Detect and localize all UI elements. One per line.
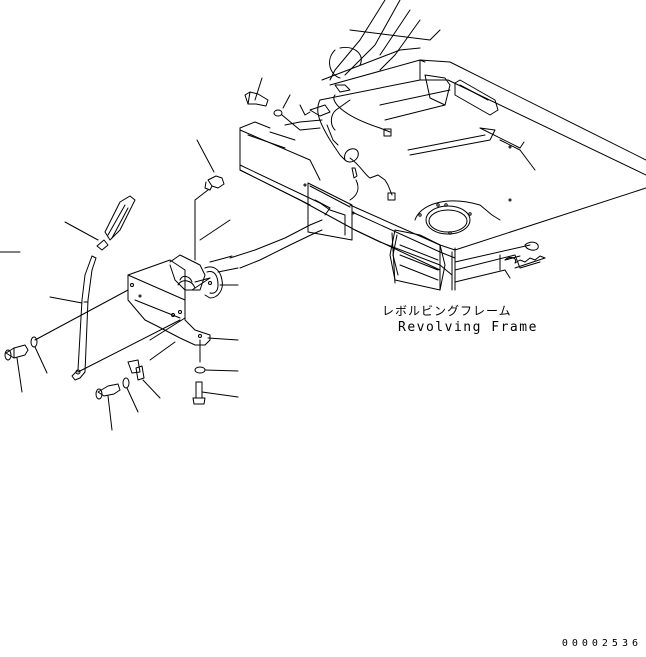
bolt-right [193,382,205,404]
drawing-code: 00002536 [561,638,642,649]
bolt-top [195,176,230,260]
bolt-frame [245,92,268,106]
washer-right [195,367,205,373]
clip [128,360,144,380]
washer-left [31,337,37,347]
bracket [128,255,222,345]
washer-frame [274,110,320,130]
washer-bottom [123,378,129,388]
revolving-frame [240,0,646,290]
lever-arm [72,256,96,380]
frame-label-english: Revolving Frame [398,320,538,335]
leader-lines [35,290,200,372]
callout-lines [0,78,290,430]
rod-assembly [210,220,322,272]
bolt-bottom [96,384,120,399]
frame-label-japanese: レボルビングフレーム [382,304,512,318]
bolt-left [5,345,28,360]
pedal [97,196,135,250]
